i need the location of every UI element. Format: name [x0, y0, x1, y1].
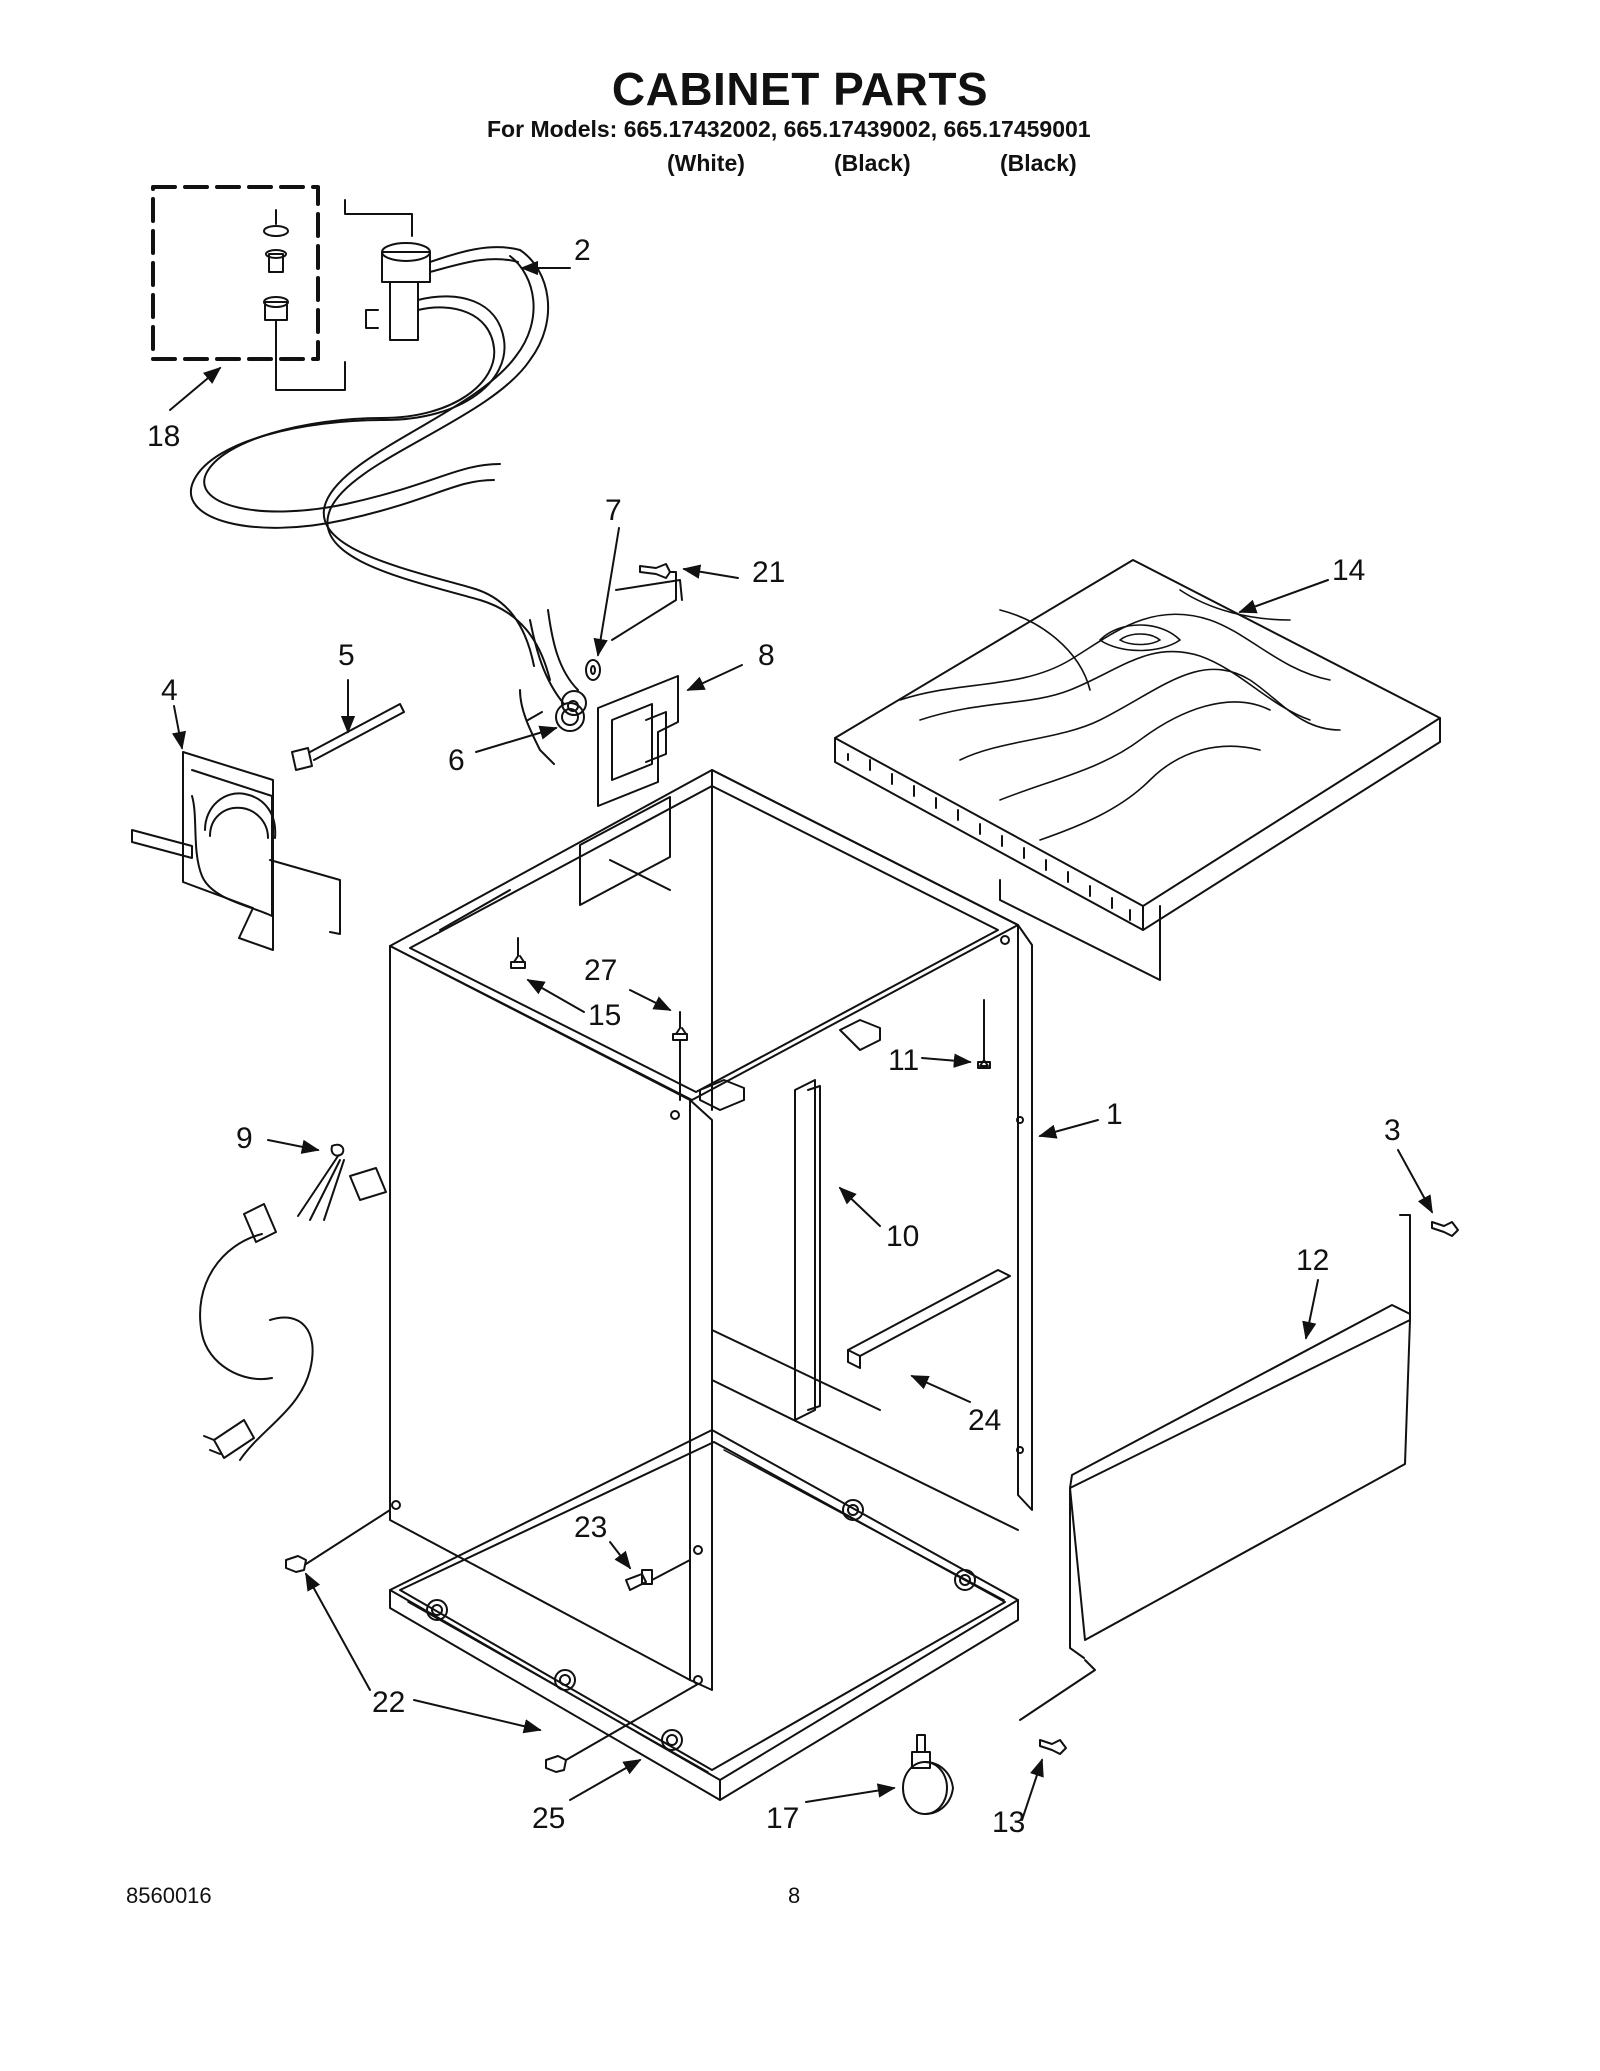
callout-5: 5 — [338, 639, 355, 672]
callout-10: 10 — [886, 1220, 919, 1253]
part-8-bracket — [597, 579, 683, 807]
callout-18: 18 — [147, 420, 180, 453]
part-11-screw — [977, 999, 991, 1069]
callout-leaders — [169, 260, 1433, 1821]
part-23-screw-left — [285, 1509, 391, 1573]
part-13-screw — [1039, 1739, 1067, 1755]
callout-4: 4 — [161, 674, 178, 707]
callout-1: 1 — [1106, 1098, 1123, 1131]
callout-12: 12 — [1296, 1244, 1329, 1277]
callout-numbers: 2 18 7 21 8 5 4 6 14 15 27 11 1 9 3 10 1… — [147, 234, 1401, 1839]
part-14-top-panel — [834, 559, 1441, 981]
doc-number: 8560016 — [126, 1883, 212, 1908]
models-line: For Models: 665.17432002, 665.17439002, … — [487, 116, 1091, 142]
callout-15: 15 — [588, 999, 621, 1032]
part-6-clamp — [555, 702, 585, 732]
callout-17: 17 — [766, 1802, 799, 1835]
part-18-screen-kit — [151, 185, 413, 391]
callout-24: 23 — [574, 1511, 607, 1544]
callout-25: 25 — [532, 1802, 565, 1835]
part-21-screw — [611, 563, 677, 641]
callout-22: 24 — [968, 1404, 1001, 1437]
part-1-cabinet — [389, 769, 1033, 1691]
part-9-power-cord — [199, 1143, 387, 1461]
callout-13: 13 — [992, 1806, 1025, 1839]
variant-black-2: (Black) — [1000, 150, 1077, 176]
part-22-angle-bracket — [847, 1269, 1011, 1369]
callout-21: 21 — [752, 556, 785, 589]
page-title: CABINET PARTS — [611, 63, 989, 115]
part-23-screw-bottom — [545, 1683, 699, 1773]
base-frame — [389, 1429, 1019, 1801]
part-27-screw — [672, 1011, 688, 1101]
callout-14: 14 — [1332, 554, 1365, 587]
callout-3: 3 — [1384, 1114, 1401, 1147]
callout-27: 27 — [584, 954, 617, 987]
variant-white: (White) — [667, 150, 745, 176]
part-15-screw — [510, 937, 526, 969]
part-2-inlet-valve-hoses — [190, 242, 587, 765]
callout-11: 11 — [888, 1044, 919, 1077]
callout-9: 9 — [236, 1122, 253, 1155]
part-4-panel-bracket — [131, 751, 341, 951]
page-number: 8 — [788, 1883, 801, 1908]
callout-2: 2 — [574, 234, 591, 267]
part-17-caster — [902, 1734, 954, 1815]
callout-6: 6 — [448, 744, 465, 777]
variant-black-1: (Black) — [834, 150, 911, 176]
part-12-toe-panel — [1019, 1214, 1411, 1721]
part-24-screw — [625, 1559, 691, 1591]
callout-7: 7 — [605, 494, 622, 527]
callout-8: 8 — [758, 639, 775, 672]
part-7-washer — [585, 659, 601, 681]
part-3-screw — [1431, 1221, 1459, 1237]
callout-23: 22 — [372, 1686, 405, 1719]
part-10-corner-brace — [794, 1079, 821, 1421]
